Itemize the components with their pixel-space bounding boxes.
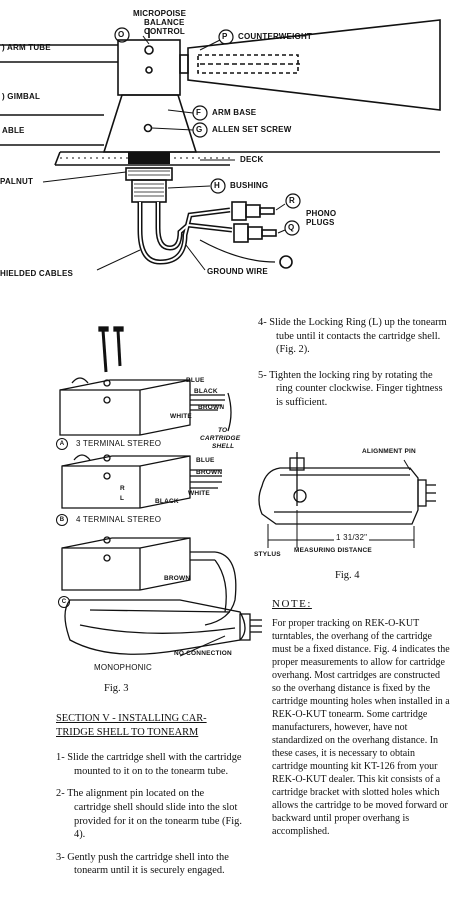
phono-label-1: PHONO — [306, 209, 337, 218]
callout-h: H — [214, 181, 220, 190]
step-1: 1- Slide the cartridge shell with the ca… — [56, 752, 242, 777]
fig3a-black: BLACK — [194, 388, 218, 395]
palnut-label: PALNUT — [0, 177, 34, 186]
callout-o: O — [118, 30, 125, 39]
phono-label-2: PLUGS — [306, 218, 335, 227]
fig3-monophonic: MONOPHONIC — [94, 663, 152, 672]
arm-tube-label: ) ARM TUBE — [2, 43, 51, 52]
micropoise-label-2: BALANCE — [144, 18, 185, 27]
gimbal-label: ) GIMBAL — [2, 92, 41, 101]
step-5: 5- Tighten the locking ring by rotating … — [258, 369, 443, 408]
fig3-to-3: SHELL — [212, 443, 235, 450]
fig3-to-1: TO — [218, 427, 228, 434]
fig3-to-2: CARTRIDGE — [200, 435, 241, 442]
allen-screw-label: ALLEN SET SCREW — [212, 125, 292, 134]
fig3-caption: Fig. 3 — [104, 683, 129, 694]
fig3c-brown: BROWN — [164, 575, 191, 582]
fig3-circle-a: A — [56, 438, 68, 450]
micropoise-label-3: CONTROL — [144, 27, 185, 36]
fig3b-brown: BROWN — [196, 469, 223, 476]
fig3a-white: WHITE — [170, 413, 192, 420]
fig3a-blue: BLUE — [186, 377, 205, 384]
fig4-stylus: STYLUS — [254, 551, 281, 558]
fig4-measuring: MEASURING DISTANCE — [294, 547, 372, 554]
fig4-caption: Fig. 4 — [335, 570, 360, 581]
ground-wire-label: GROUND WIRE — [207, 267, 268, 276]
right-steps: 4- Slide the Locking Ring (L) up the ton… — [258, 316, 448, 419]
section-heading-1: SECTION V - INSTALLING CAR- — [56, 713, 207, 724]
fig3b-white: WHITE — [188, 490, 210, 497]
fig3-caption-a: 3 TERMINAL STEREO — [76, 439, 162, 448]
tonearm-diagram — [0, 19, 441, 271]
callout-f: F — [196, 108, 202, 117]
deck-label: DECK — [240, 155, 264, 164]
note-body: For proper tracking on REK-O-KUT turntab… — [272, 618, 450, 837]
arm-base-label: ARM BASE — [212, 108, 257, 117]
note-title: NOTE: — [272, 598, 312, 610]
bushing-label: BUSHING — [230, 181, 269, 190]
fig3-circle-c: C — [58, 596, 70, 608]
callout-r: R — [289, 196, 295, 205]
fig4-alignment-pin: ALIGNMENT PIN — [362, 448, 416, 455]
step-3: 3- Gently push the cartridge shell into … — [56, 851, 229, 877]
step-2: 2- The alignment pin located on the cart… — [56, 788, 242, 841]
fig3-circle-b: B — [56, 514, 68, 526]
note: NOTE: For proper tracking on REK-O-KUT t… — [272, 598, 450, 838]
fig3b-black: BLACK — [155, 498, 179, 505]
fig3b-l: L — [120, 495, 125, 502]
fig3a-brown: BROWN — [198, 404, 225, 411]
callout-q: Q — [288, 223, 295, 232]
step-4: 4- Slide the Locking Ring (L) up the ton… — [258, 317, 447, 356]
section-heading-2: TRIDGE SHELL TO TONEARM — [56, 726, 199, 738]
fig3b-r: R — [120, 485, 125, 492]
section-v: SECTION V - INSTALLING CAR- TRIDGE SHELL… — [56, 712, 242, 887]
counterweight-label: COUNTERWEIGHT — [238, 32, 313, 41]
fig3b-blue: BLUE — [196, 457, 215, 464]
callout-g: G — [196, 125, 203, 134]
fig3-caption-b: 4 TERMINAL STEREO — [76, 515, 162, 524]
fig3-no-connection: NO CONNECTION — [174, 650, 232, 657]
shielded-cables-label: HIELDED CABLES — [0, 269, 74, 278]
micropoise-label-1: MICROPOISE — [133, 9, 187, 18]
callout-p: P — [222, 32, 228, 41]
fig4-dimension: 1 31/32" — [334, 533, 370, 542]
table-label: ABLE — [2, 126, 25, 135]
